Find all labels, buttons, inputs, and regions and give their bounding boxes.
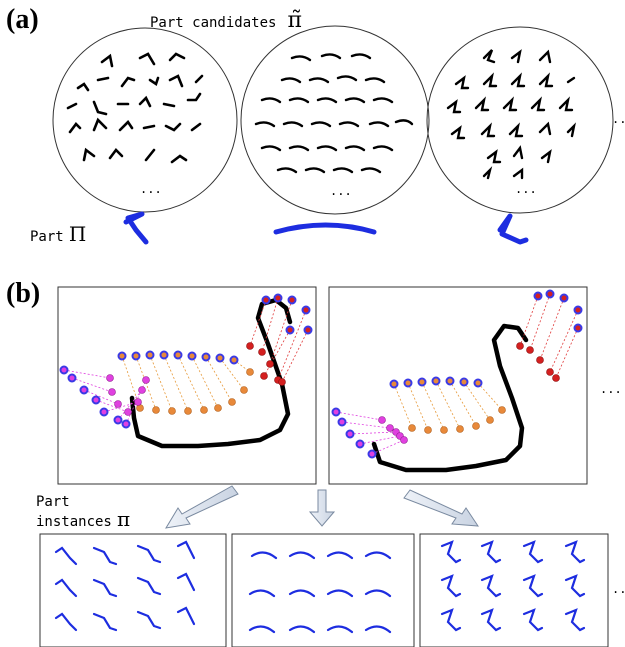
part-instances-label: Part instances π <box>36 494 130 531</box>
instances-line-1: Part <box>36 494 70 510</box>
part-pi-stroke-1 <box>123 211 149 245</box>
candidates-group-3 <box>446 49 576 180</box>
instances-group-3 <box>440 540 586 632</box>
pi-tilde-symbol: π̃ <box>287 8 302 33</box>
panel-b-label: (b) <box>6 278 41 309</box>
arrow-right <box>403 489 479 527</box>
circle-row-ellipsis: .. <box>612 112 625 126</box>
arrow-left <box>165 485 239 529</box>
instances-group-1 <box>54 540 196 632</box>
circle-3-ellipsis: ... <box>515 182 537 196</box>
instances-box-2 <box>231 533 415 647</box>
instances-line-2: instances <box>36 514 112 530</box>
arrow-middle <box>308 489 336 527</box>
instances-row-ellipsis: ... <box>612 582 625 596</box>
small-pi-symbol: π <box>116 507 131 531</box>
swan-row-ellipsis: ... <box>600 382 622 396</box>
candidates-circle-3 <box>426 26 614 214</box>
instances-box-3 <box>419 533 609 647</box>
swan-box-left <box>57 286 317 485</box>
big-pi-symbol: Π <box>68 222 87 246</box>
swan-left <box>59 293 313 449</box>
candidates-circle-2 <box>240 25 430 215</box>
candidates-group-1 <box>66 52 204 164</box>
swan-right-outline <box>371 323 529 473</box>
candidates-group-2 <box>254 53 414 174</box>
part-pi-stroke-2 <box>273 222 377 235</box>
part-label-text: Part <box>30 229 64 245</box>
instances-group-2 <box>248 551 392 634</box>
instances-line-2-wrap: instances π <box>36 509 130 531</box>
instances-box-1 <box>39 533 227 647</box>
circle-2-ellipsis: ... <box>330 184 352 198</box>
candidates-circle-1 <box>52 27 238 213</box>
part-candidates-title: Part candidates π̃ <box>150 8 302 33</box>
circle-1-ellipsis: ... <box>140 182 162 196</box>
part-candidates-text: Part candidates <box>150 15 277 31</box>
panel-a-label: (a) <box>6 4 39 35</box>
part-pi-stroke-3 <box>497 213 529 245</box>
part-pi-label: Part Π <box>30 222 86 246</box>
swan-right <box>331 289 583 473</box>
